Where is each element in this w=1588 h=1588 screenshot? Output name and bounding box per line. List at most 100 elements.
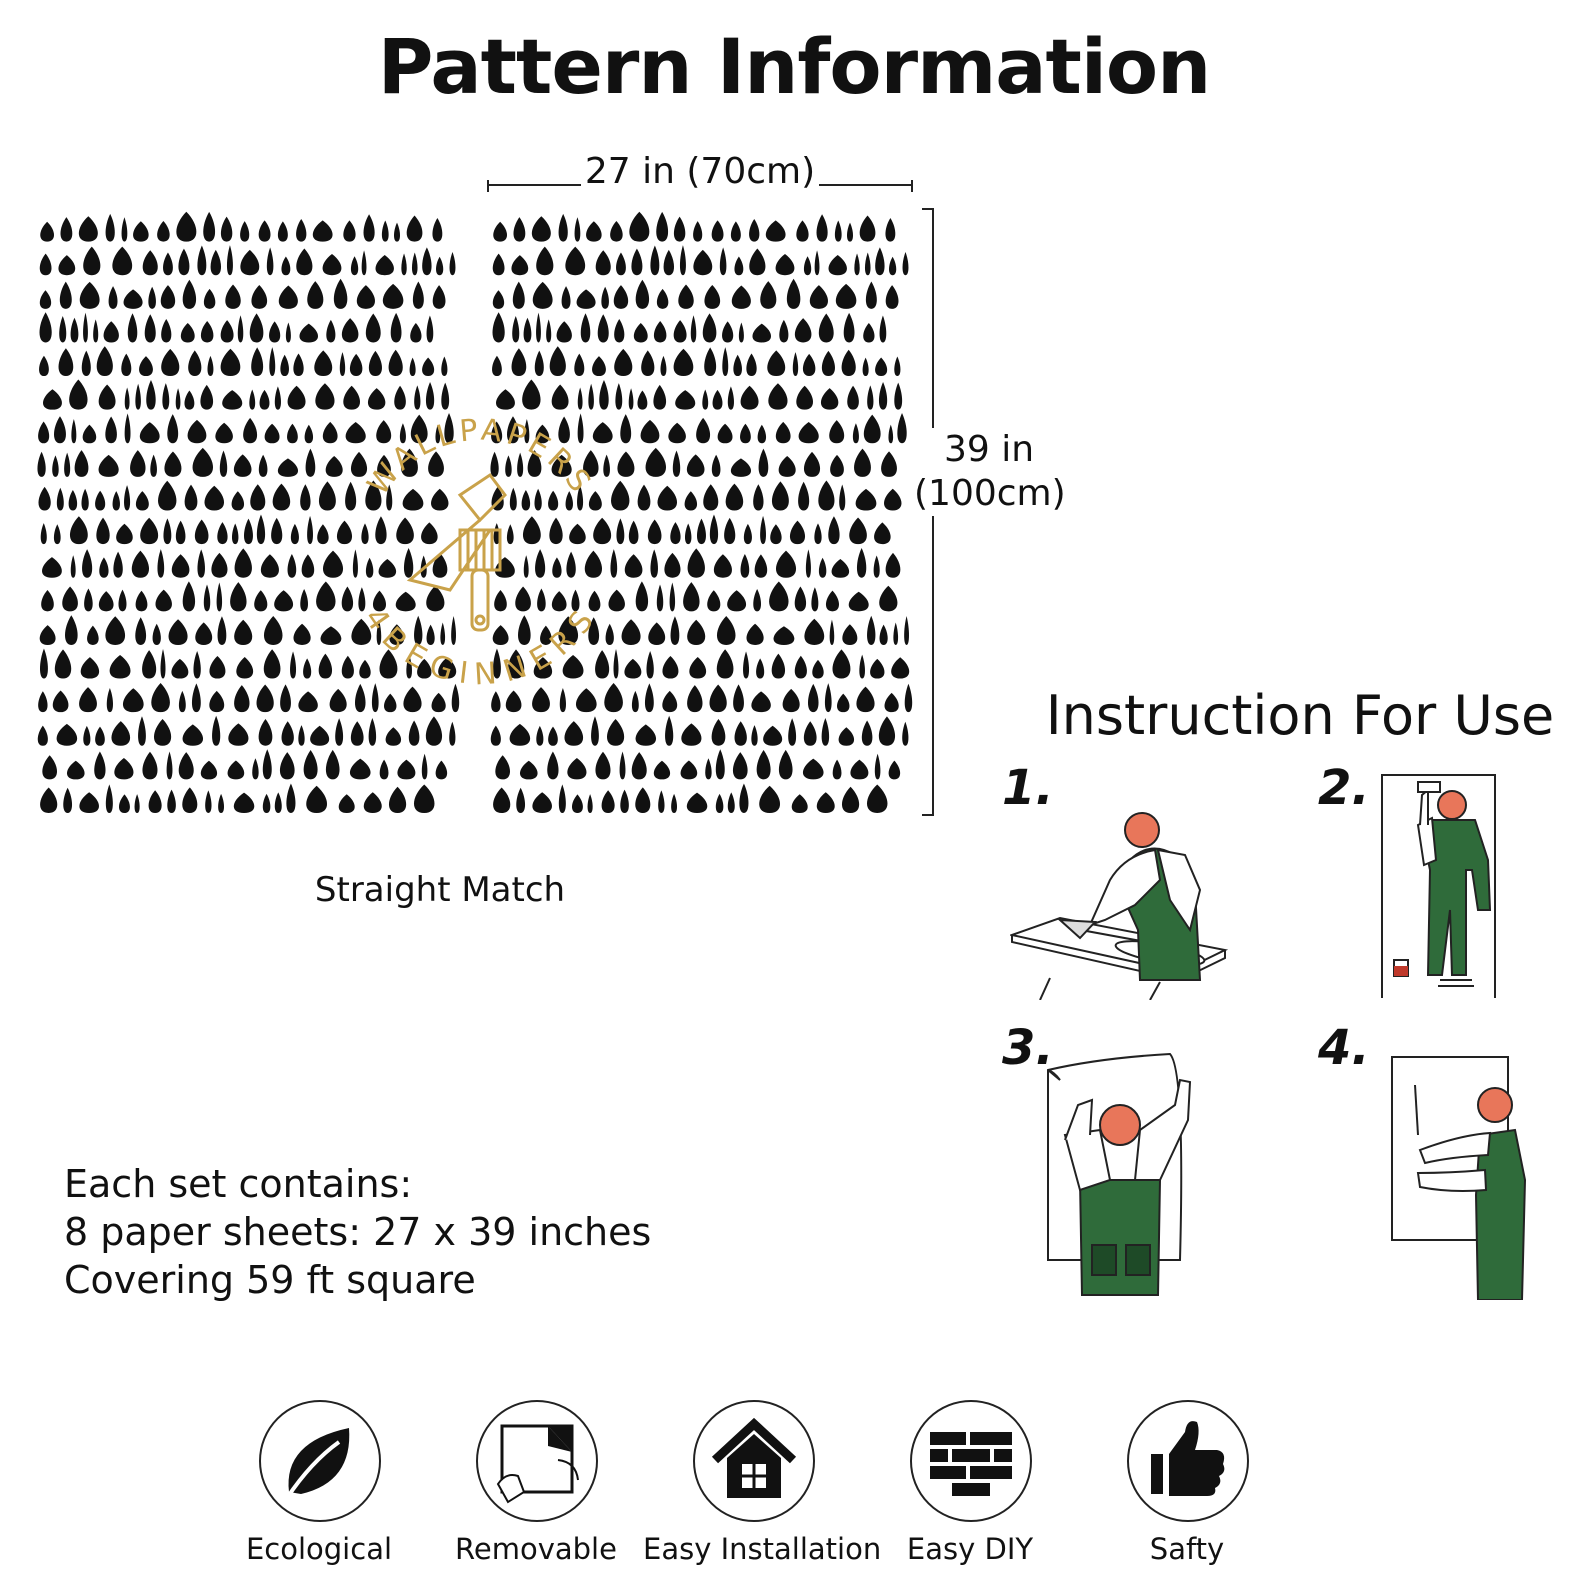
pattern-droplet: [111, 721, 131, 746]
pattern-droplet: [511, 255, 529, 276]
pattern-droplet: [354, 683, 366, 713]
watermark-logo: WALLPAPERS 4BEGINNERS: [357, 413, 600, 693]
pattern-droplet: [796, 220, 809, 242]
pattern-droplet: [262, 749, 272, 780]
pattern-droplet: [631, 690, 639, 713]
pattern-droplet: [142, 250, 158, 276]
pattern-droplet: [889, 256, 897, 276]
pattern-droplet: [95, 490, 106, 511]
pattern-droplet: [663, 249, 675, 276]
pattern-droplet: [274, 792, 282, 813]
pattern-droplet: [613, 649, 619, 679]
pattern-droplet: [250, 484, 266, 511]
pattern-droplet: [271, 517, 283, 545]
pattern-droplet: [796, 385, 814, 410]
pattern-droplet: [635, 279, 650, 309]
pattern-droplet: [112, 246, 133, 276]
pattern-droplet: [167, 414, 179, 444]
pattern-droplet: [234, 685, 250, 713]
pattern-droplet: [432, 217, 443, 242]
pattern-droplet: [274, 590, 294, 612]
pattern-droplet: [451, 683, 460, 713]
pattern-droplet: [316, 581, 336, 612]
pattern-droplet: [233, 792, 255, 813]
feature-label: Easy Installation: [643, 1532, 882, 1566]
pattern-droplet: [558, 616, 579, 645]
pattern-droplet: [675, 390, 696, 410]
pattern-droplet: [814, 250, 820, 276]
step-3-number: 3.: [1002, 1020, 1054, 1076]
pattern-droplet: [406, 654, 412, 679]
pattern-droplet: [754, 554, 768, 578]
pattern-droplet: [664, 552, 681, 578]
pattern-droplet: [359, 659, 371, 679]
pattern-droplet: [96, 517, 110, 545]
pattern-droplet: [262, 793, 271, 813]
pattern-droplet: [375, 255, 394, 276]
pattern-droplet: [565, 246, 586, 276]
pattern-droplet: [37, 725, 48, 746]
pattern-droplet: [435, 760, 448, 780]
pattern-droplet: [39, 290, 52, 309]
pattern-droplet: [592, 356, 606, 377]
pattern-droplet: [516, 787, 526, 813]
pattern-droplet: [368, 350, 382, 377]
pattern-droplet: [606, 718, 625, 746]
pattern-droplet: [341, 586, 354, 612]
set-contents: Each set contains: 8 paper sheets: 27 x …: [64, 1160, 651, 1304]
pattern-droplet: [601, 790, 615, 813]
pattern-droplet: [733, 354, 742, 377]
pattern-droplet: [715, 793, 724, 813]
pattern-droplet: [193, 651, 201, 679]
pattern-droplet: [620, 414, 632, 444]
pattern-droplet: [734, 256, 744, 276]
pattern-droplet: [220, 348, 241, 377]
pattern-droplet: [69, 379, 88, 410]
pattern-droplet: [734, 721, 747, 746]
pattern-droplet: [534, 488, 542, 511]
pattern-droplet: [157, 221, 170, 242]
pattern-droplet: [259, 389, 270, 410]
pattern-droplet: [648, 622, 666, 645]
feature-removable: Removable: [426, 1400, 646, 1580]
pattern-droplet: [686, 454, 705, 477]
pattern-droplet: [531, 216, 551, 242]
pattern-droplet: [758, 448, 769, 477]
pattern-droplet: [62, 586, 78, 612]
pattern-droplet: [861, 720, 873, 746]
pattern-droplet: [426, 624, 435, 645]
pattern-droplet: [338, 794, 355, 813]
pattern-droplet: [215, 422, 233, 444]
pattern-droplet: [805, 549, 811, 578]
pattern-droplet: [558, 213, 568, 242]
pattern-droplet: [395, 591, 416, 612]
height-label-line2: (100cm): [914, 473, 1066, 514]
pattern-droplet: [269, 321, 281, 343]
thumbs-up-icon: [1151, 1421, 1225, 1496]
pattern-droplet: [58, 348, 74, 377]
pattern-droplet: [218, 793, 225, 813]
feature-easy-installation: Easy Installation: [643, 1400, 882, 1580]
pattern-droplet: [251, 347, 264, 377]
pattern-droplet: [388, 786, 407, 813]
pattern-droplet: [763, 725, 783, 746]
pattern-droplet: [798, 481, 810, 511]
pattern-droplet: [153, 718, 172, 746]
pattern-droplet: [702, 313, 717, 343]
pattern-droplet: [548, 726, 558, 746]
pattern-droplet: [875, 357, 888, 377]
pattern-droplet: [794, 586, 807, 612]
pattern-droplet: [409, 357, 416, 377]
pattern-droplet: [740, 385, 759, 410]
pattern-droplet: [637, 390, 648, 410]
pattern-droplet: [52, 690, 69, 713]
pattern-droplet: [837, 693, 850, 713]
pattern-droplet: [775, 421, 791, 444]
pattern-droplet: [203, 584, 211, 612]
pattern-droplet: [656, 211, 669, 242]
pattern-droplet: [301, 554, 315, 578]
pattern-droplet: [421, 753, 428, 780]
pattern-droplet: [217, 522, 228, 545]
pattern-droplet: [39, 355, 49, 377]
svg-text:WALLPAPERS: WALLPAPERS: [361, 413, 600, 502]
